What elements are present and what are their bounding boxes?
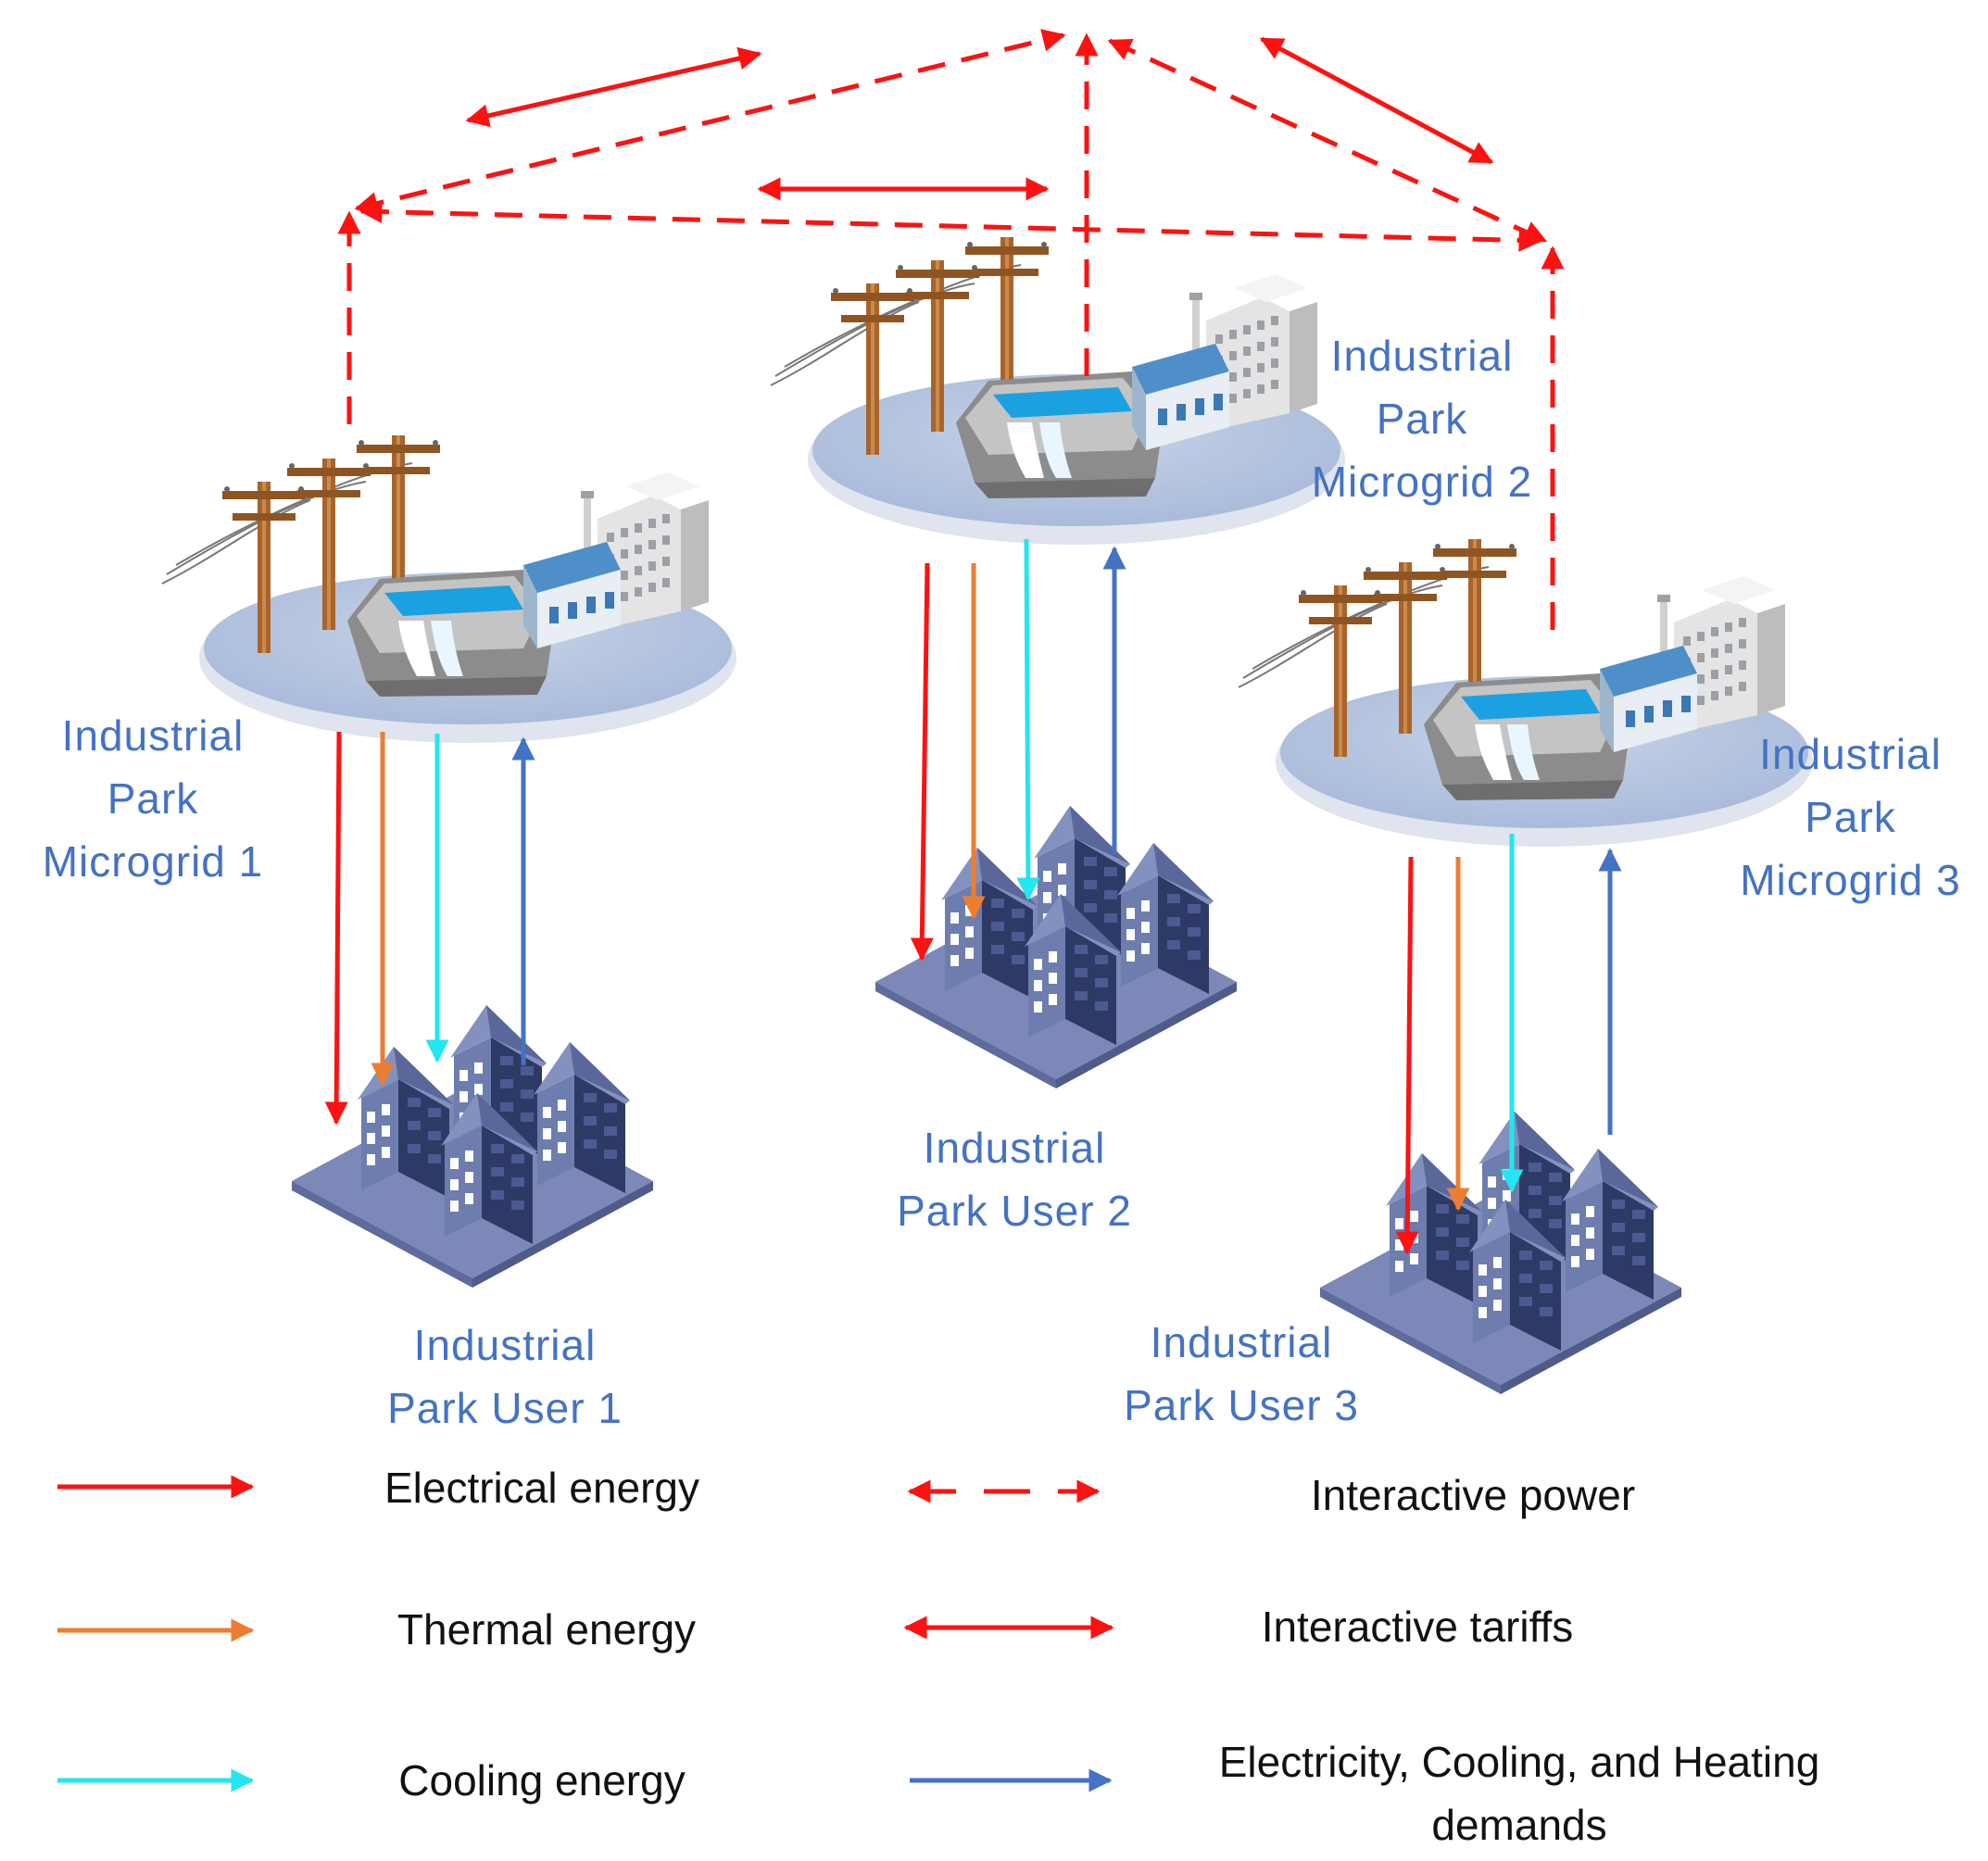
legend-interactive-power-label: Interactive power (1310, 1471, 1636, 1519)
power-line-mg1-mg2 (354, 29, 1066, 215)
microgrid-1-label-line: Microgrid 1 (42, 837, 264, 886)
tariff-arrow-mg1-mg2 (465, 46, 762, 128)
legend-demands-label: Electricity, Cooling, and Heating demand… (1139, 1730, 1899, 1856)
legend-interactive-tariffs-label: Interactive tariffs (1261, 1603, 1574, 1651)
microgrid-2-label: Industrial Park Microgrid 2 (1292, 324, 1552, 513)
user-1-label: Industrial Park User 1 (371, 1314, 639, 1440)
user-2-illustration (875, 806, 1237, 1088)
cooling-flow-mg2-user2 (1016, 538, 1040, 901)
tariff-arrow-mg2-mg3 (1259, 36, 1494, 165)
legend-electrical-label: Electrical energy (384, 1464, 700, 1512)
user-3-label: Industrial Park User 3 (1107, 1311, 1376, 1437)
user-1-label-line: Industrial (413, 1321, 597, 1369)
user-2-label: Industrial Park User 2 (880, 1116, 1149, 1242)
microgrid-3-label-line: Park (1805, 793, 1896, 841)
power-line-mg2-mg3 (1107, 38, 1548, 244)
microgrid-2-label-line: Park (1376, 395, 1468, 443)
microgrid-3-label: Industrial Park Microgrid 3 (1718, 723, 1982, 912)
microgrid-3-label-line: Industrial (1759, 730, 1942, 778)
microgrid-2-label-line: Industrial (1330, 332, 1514, 380)
user-2-label-line: Industrial (923, 1124, 1106, 1172)
electrical-flow-mg3-user3 (1395, 856, 1419, 1255)
microgrid-2-label-line: Microgrid 2 (1311, 458, 1533, 506)
user-2-label-line: Park User 2 (897, 1187, 1132, 1235)
microgrid-3-label-line: Microgrid 3 (1740, 856, 1961, 904)
electrical-flow-mg1-user1 (324, 731, 348, 1125)
user-1-label-line: Park User 1 (387, 1384, 623, 1432)
legend-cooling-label: Cooling energy (398, 1756, 686, 1804)
user-3-label-line: Park User 3 (1124, 1381, 1359, 1429)
user-1-illustration (292, 1005, 653, 1288)
microgrid-1-label: Industrial Park Microgrid 1 (19, 704, 287, 893)
electrical-flow-mg2-user2 (910, 562, 934, 962)
microgrid-1-label-line: Industrial (61, 711, 245, 760)
user-3-label-line: Industrial (1150, 1318, 1333, 1366)
microgrid-1-label-line: Park (107, 774, 199, 823)
microgrid-2-illustration (771, 237, 1345, 545)
legend-demands-label-line: demands (1431, 1801, 1607, 1849)
legend-thermal-label: Thermal energy (396, 1605, 697, 1654)
microgrid-1-illustration (162, 435, 736, 743)
power-line-mg1-mg3 (359, 200, 1542, 252)
legend-demands-label-line: Electricity, Cooling, and Heating (1218, 1738, 1820, 1786)
